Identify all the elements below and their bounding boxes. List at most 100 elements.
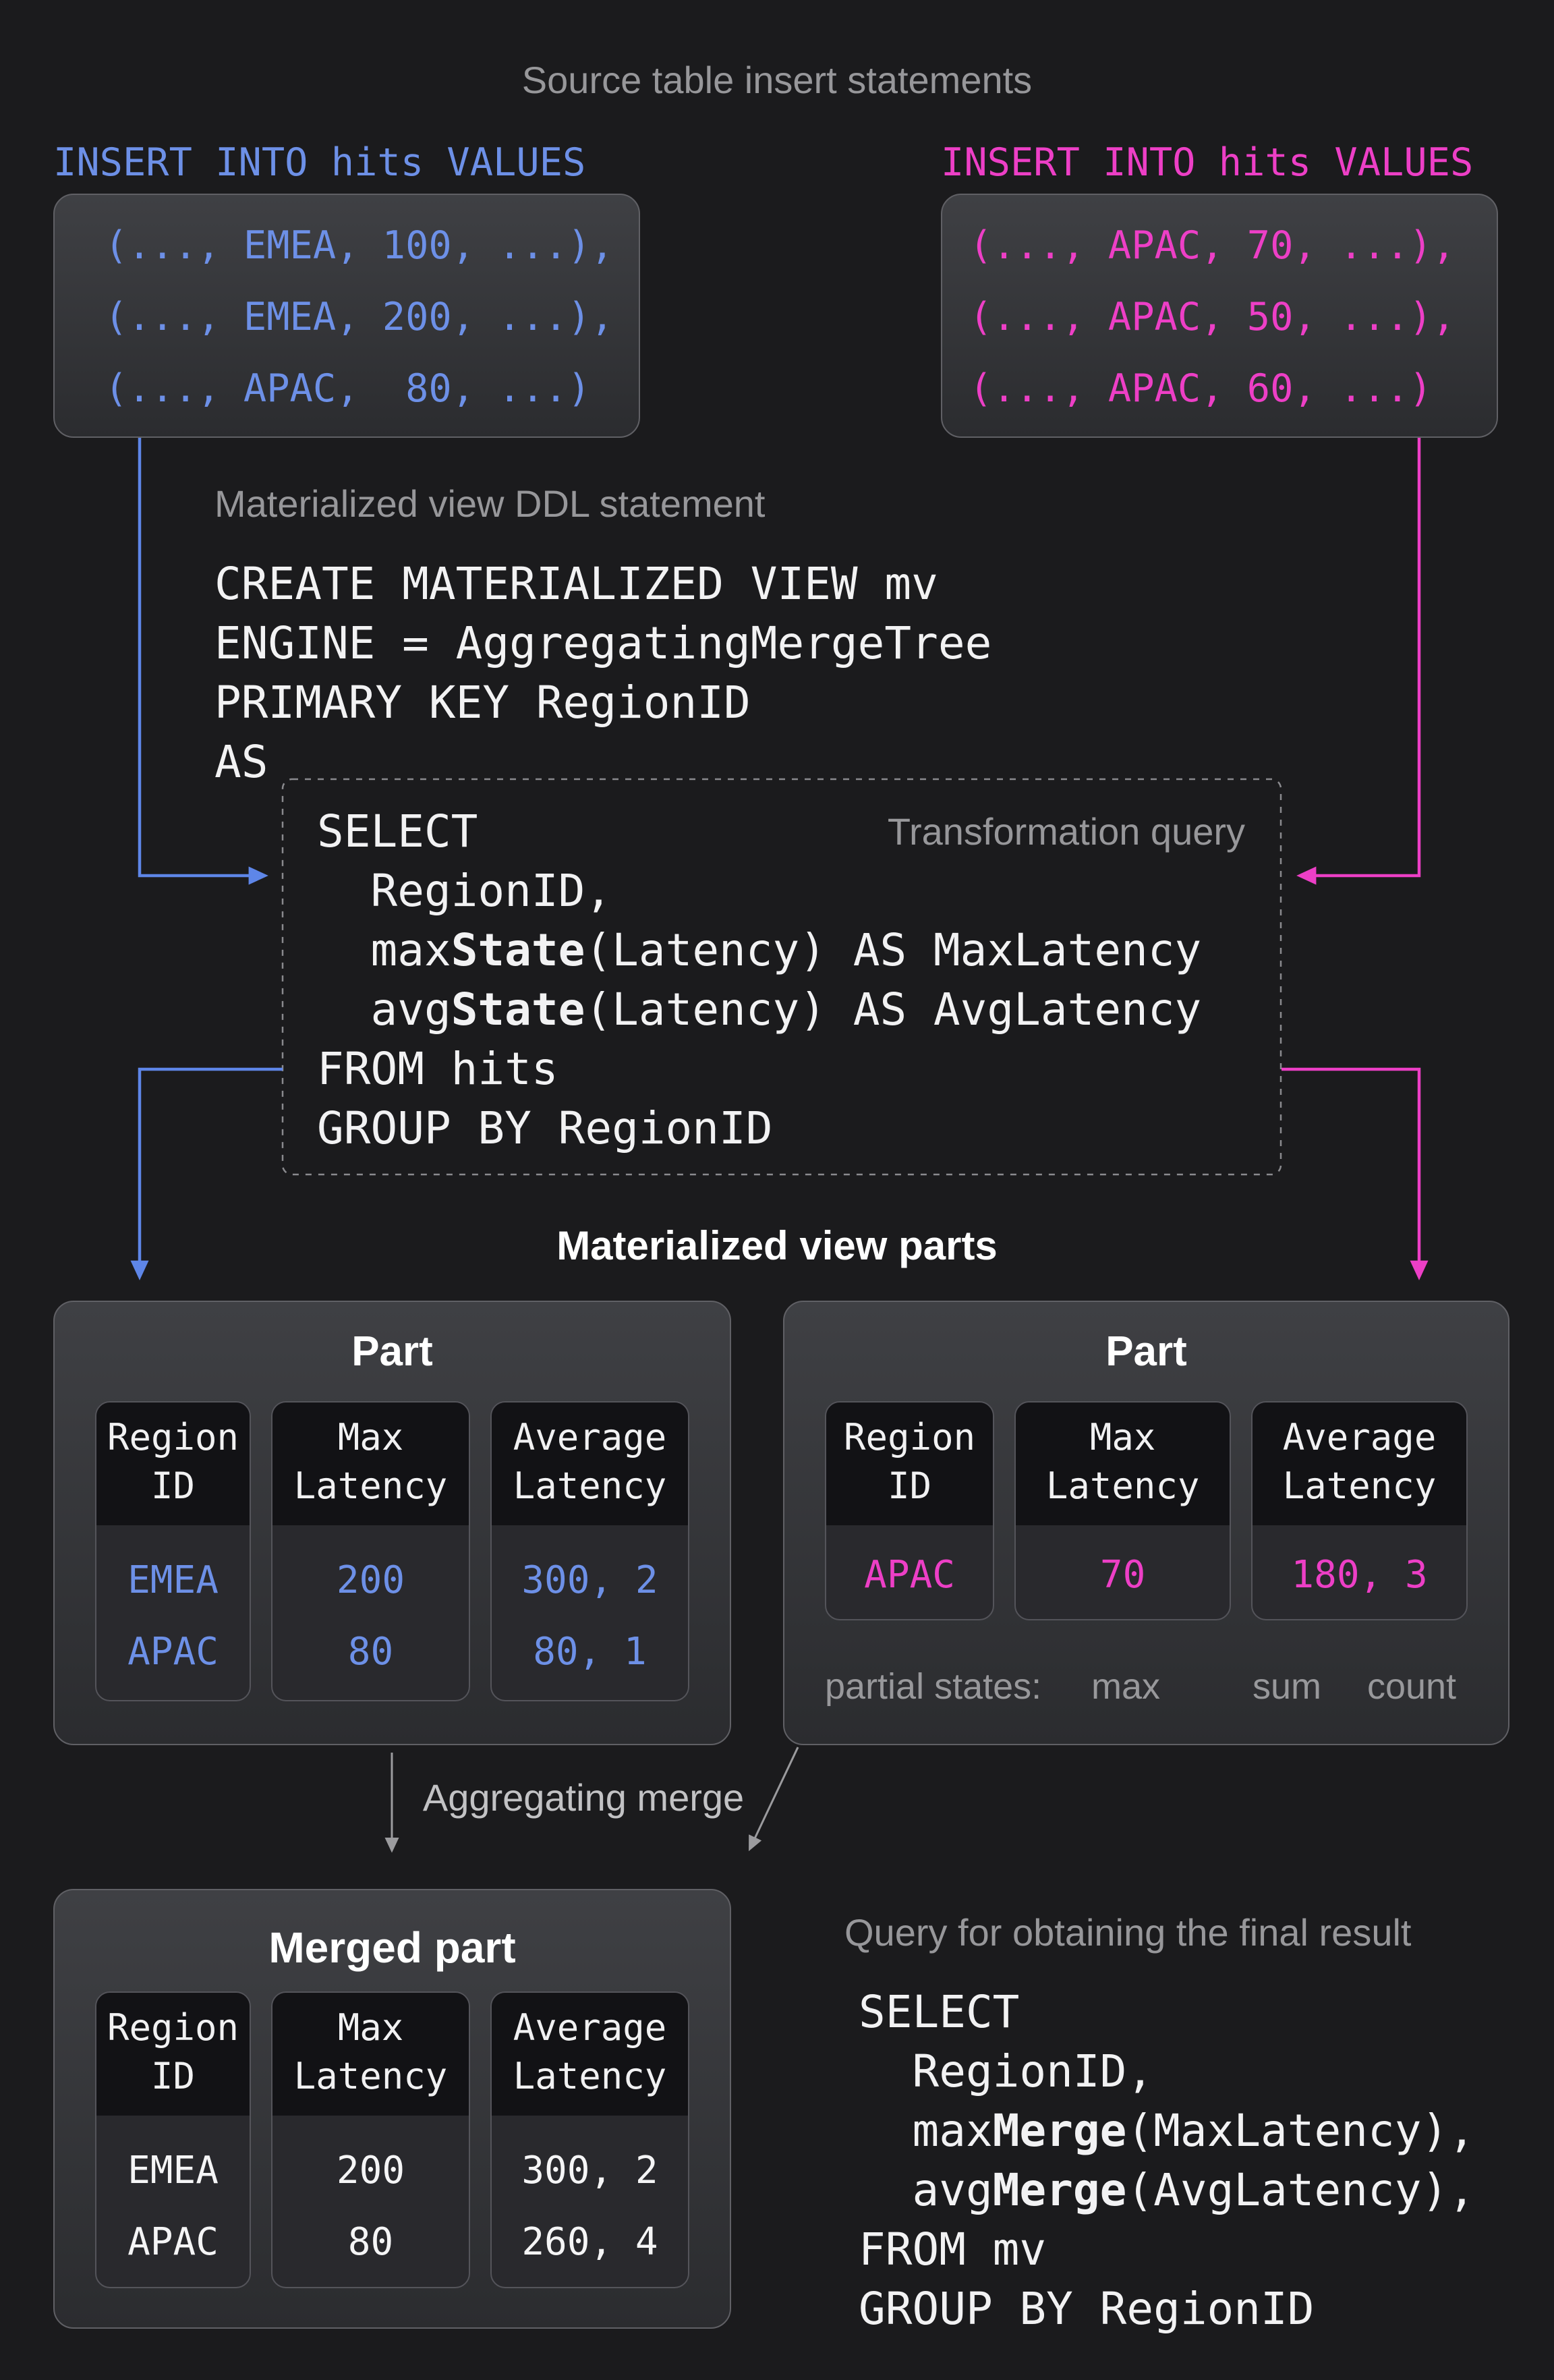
code-text: RegionID, bbox=[317, 865, 612, 917]
cell-value: 200 bbox=[336, 1558, 405, 1602]
cell-value: APAC bbox=[127, 1630, 219, 1674]
code-text: SELECT bbox=[317, 805, 478, 857]
cell-value: APAC bbox=[127, 2220, 219, 2264]
cell-value: EMEA bbox=[127, 2149, 219, 2192]
code-text: (Latency) AS AvgLatency bbox=[585, 984, 1202, 1036]
column-values: APAC bbox=[826, 1525, 993, 1619]
code-text: RegionID, bbox=[859, 2045, 1154, 2097]
code-line: (..., APAC, 80, ...) bbox=[105, 366, 591, 411]
column-header-line: Average bbox=[513, 1416, 667, 1458]
final-query-label: Query for obtaining the final result bbox=[844, 1911, 1412, 1954]
code-line: avgState(Latency) AS AvgLatency bbox=[317, 980, 1201, 1040]
code-text: FROM mv bbox=[859, 2223, 1047, 2275]
cell-value: 80, 1 bbox=[533, 1630, 647, 1674]
code-line: GROUP BY RegionID bbox=[317, 1099, 1201, 1158]
code-text: GROUP BY RegionID bbox=[859, 2283, 1315, 2335]
code-text: max bbox=[859, 2105, 993, 2157]
pink-connector-insert-to-query bbox=[1296, 436, 1421, 885]
code-line: (..., EMEA, 200, ...), bbox=[105, 295, 614, 339]
code-text: (MaxLatency), bbox=[1126, 2105, 1475, 2157]
column-header-line: Max bbox=[337, 2006, 404, 2049]
code-line: FROM hits bbox=[317, 1040, 1201, 1099]
aggregating-merge-label: Aggregating merge bbox=[422, 1776, 745, 1819]
code-line: (..., APAC, 70, ...), bbox=[969, 223, 1456, 268]
column-header-line: ID bbox=[888, 1465, 932, 1507]
partial-state-max: max bbox=[1091, 1666, 1161, 1707]
insert-left-label: INSERT INTO hits VALUES bbox=[53, 140, 586, 185]
cell-value: 180, 3 bbox=[1291, 1553, 1428, 1597]
merged-part-title: Merged part bbox=[268, 1923, 516, 1972]
code-text: GROUP BY RegionID bbox=[317, 1102, 773, 1154]
cell-value: 200 bbox=[336, 2149, 405, 2192]
code-line: CREATE MATERIALIZED VIEW mv bbox=[214, 558, 938, 610]
code-line: RegionID, bbox=[859, 2042, 1475, 2101]
column-header-line: ID bbox=[150, 2055, 195, 2097]
code-text: SELECT bbox=[859, 1986, 1020, 2038]
code-text: avg bbox=[317, 984, 451, 1036]
code-text: FROM hits bbox=[317, 1043, 558, 1095]
insert-right-code: (..., APAC, 70, ...), (..., APAC, 50, ...… bbox=[969, 210, 1456, 424]
partial-state-count: count bbox=[1366, 1666, 1457, 1707]
code-line: SELECT bbox=[317, 802, 1201, 861]
column-header-line: Latency bbox=[293, 1465, 448, 1507]
column-values: 70 bbox=[1016, 1525, 1230, 1619]
code-line: RegionID, bbox=[317, 861, 1201, 921]
code-text: (Latency) AS MaxLatency bbox=[585, 924, 1202, 976]
transformation-query-label: Transformation query bbox=[887, 810, 1245, 853]
code-line: SELECT bbox=[859, 1983, 1475, 2042]
column-header-line: Latency bbox=[1282, 1465, 1437, 1507]
column-header-line: Max bbox=[1089, 1416, 1156, 1458]
code-keyword-bold: Merge bbox=[992, 2105, 1127, 2157]
column-header-line: Max bbox=[337, 1416, 404, 1458]
column-values: EMEA APAC bbox=[96, 2116, 250, 2287]
column-header-line: Average bbox=[1282, 1416, 1437, 1458]
page-title: Source table insert statements bbox=[521, 59, 1033, 101]
code-line: maxState(Latency) AS MaxLatency bbox=[317, 921, 1201, 980]
code-keyword-bold: State bbox=[451, 924, 585, 976]
column-header-line: Region bbox=[107, 2006, 239, 2049]
code-keyword-bold: State bbox=[451, 984, 585, 1036]
column-header-line: Latency bbox=[1045, 1465, 1200, 1507]
code-line: FROM mv bbox=[859, 2220, 1475, 2279]
cell-value: 260, 4 bbox=[521, 2220, 658, 2264]
insert-left-code: (..., EMEA, 100, ...),(..., EMEA, 200, .… bbox=[105, 210, 614, 424]
code-keyword-bold: Merge bbox=[992, 2164, 1127, 2216]
column-header-line: ID bbox=[150, 1465, 195, 1507]
code-line: PRIMARY KEY RegionID bbox=[214, 677, 751, 729]
cell-value: APAC bbox=[864, 1553, 956, 1597]
partial-states-label: partial states: bbox=[825, 1666, 1042, 1707]
column-header-line: Latency bbox=[513, 1465, 667, 1507]
code-line: (..., APAC, 50, ...), bbox=[969, 295, 1456, 339]
column-values: 180, 3 bbox=[1253, 1525, 1466, 1619]
insert-left-box: (..., EMEA, 100, ...),(..., EMEA, 200, .… bbox=[53, 194, 640, 438]
part-title: Part bbox=[1105, 1328, 1187, 1375]
code-line: avgMerge(AvgLatency), bbox=[859, 2161, 1474, 2220]
